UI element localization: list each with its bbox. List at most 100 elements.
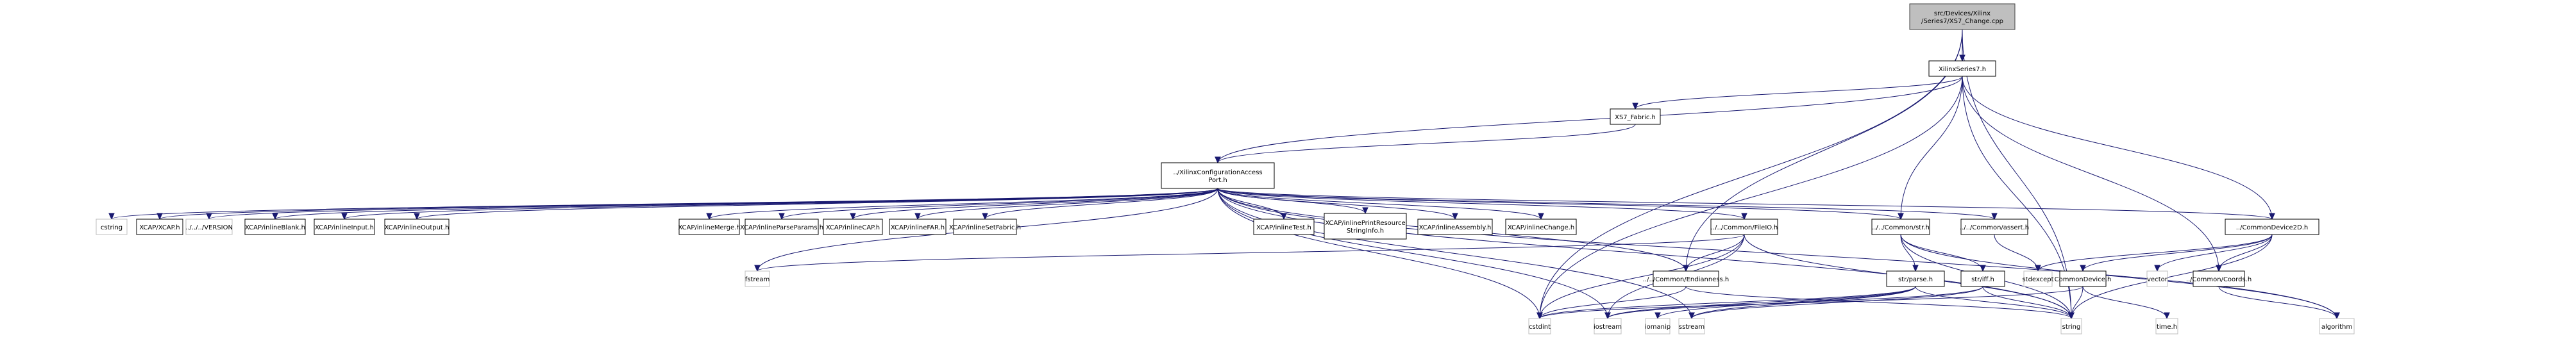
edge-xs7h-to-coords xyxy=(1962,76,2222,272)
node-box xyxy=(745,219,819,235)
edge-endian-to-string xyxy=(1685,286,2075,320)
edge-cdev-to-string xyxy=(2068,286,2084,320)
node-strh[interactable]: ../../Common/str.h xyxy=(1871,219,1930,235)
node-label: XilinxSeries7.h xyxy=(1939,66,1986,73)
node-iinput[interactable]: XCAP/inlineInput.h xyxy=(314,219,375,235)
node-box xyxy=(136,219,183,235)
edge-parse-to-iomanip xyxy=(1654,286,1916,320)
node-ioutput[interactable]: XCAP/inlineOutput.h xyxy=(384,219,450,235)
node-box xyxy=(384,219,450,235)
arrowhead-icon xyxy=(1538,213,1544,220)
arrowhead-icon xyxy=(2164,312,2170,320)
edge-xcap-to-strh xyxy=(1217,188,1904,220)
node-label: XCAP/inlineFAR.h xyxy=(891,224,945,231)
edge-xcap-to-cd2d xyxy=(1217,188,2275,220)
arrowhead-icon xyxy=(850,213,856,220)
edge-coords-to-algorithm xyxy=(2218,286,2340,320)
node-ifar[interactable]: XCAP/inlineFAR.h xyxy=(889,219,947,235)
node-itest[interactable]: XCAP/inlineTest.h xyxy=(1253,219,1315,235)
node-iblank[interactable]: XCAP/inlineBlank.h xyxy=(244,219,306,235)
arrowhead-icon xyxy=(779,213,785,220)
edge-xcap-to-iasm xyxy=(1217,188,1458,220)
node-box xyxy=(1594,318,1622,335)
edge-xs7h-to-fabric xyxy=(1632,76,1963,110)
node-box xyxy=(1909,3,2016,30)
node-label: XCAP/XCAP.h xyxy=(139,224,180,231)
edge-xcap-to-ioutput xyxy=(414,188,1218,220)
arrowhead-icon xyxy=(1362,207,1368,215)
node-cd2d[interactable]: ../CommonDevice2D.h xyxy=(2225,219,2319,235)
node-box xyxy=(1678,318,1705,335)
node-imerge[interactable]: XCAP/inlineMerge.h xyxy=(678,219,741,235)
node-label: ../XilinxConfigurationAccess xyxy=(1173,169,1262,176)
node-label: Port.h xyxy=(1208,177,1227,184)
arrowhead-icon xyxy=(1741,213,1747,220)
node-label: XCAP/inlineSetFabric.h xyxy=(949,224,1021,231)
node-box xyxy=(2155,318,2178,335)
node-label: string xyxy=(2062,324,2081,331)
node-fstream: fstream xyxy=(745,270,770,287)
node-box xyxy=(823,219,883,235)
node-icap[interactable]: XCAP/inlineCAP.h xyxy=(823,219,883,235)
node-fabric[interactable]: XS7_Fabric.h xyxy=(1610,108,1661,125)
node-label: cstring xyxy=(101,224,122,231)
arrowhead-icon xyxy=(1898,213,1904,220)
node-xcaph[interactable]: XCAP/XCAP.h xyxy=(136,219,183,235)
edge-xs7h-to-cd2d xyxy=(1962,76,2275,220)
node-label: algorithm xyxy=(2321,324,2352,331)
node-label: ../../Common/FileIO.h xyxy=(1711,224,1778,231)
node-version: ../../../VERSION xyxy=(185,219,233,235)
node-box xyxy=(1253,219,1315,235)
node-fileio[interactable]: ../../Common/FileIO.h xyxy=(1710,219,1778,235)
node-label: sstream xyxy=(1679,324,1705,331)
node-asserth[interactable]: ../../Common/assert.h xyxy=(1960,219,2029,235)
node-coords[interactable]: ../Common/Coords.h xyxy=(2186,270,2252,287)
edge-xcap-to-icap xyxy=(850,188,1218,220)
node-label: XCAP/inlineParseParams.h xyxy=(740,224,823,231)
node-label: XCAP/inlineTest.h xyxy=(1256,224,1311,231)
node-box xyxy=(745,270,770,287)
node-cdev[interactable]: CommonDevice.h xyxy=(2055,270,2112,287)
arrowhead-icon xyxy=(706,213,712,220)
node-box xyxy=(2193,270,2245,287)
node-box xyxy=(2225,219,2319,235)
node-box xyxy=(1324,213,1407,240)
node-iasm[interactable]: XCAP/inlineAssembly.h xyxy=(1417,219,1493,235)
node-box xyxy=(2319,318,2355,335)
arrowhead-icon xyxy=(754,265,761,272)
node-box xyxy=(1928,60,1996,77)
node-box xyxy=(244,219,306,235)
node-endian[interactable]: ../../Common/Endianness.h xyxy=(1643,270,1730,287)
node-root[interactable]: src/Devices/Xilinx/Series7/XS7_Change.cp… xyxy=(1909,3,2016,30)
arrowhead-icon xyxy=(414,213,420,220)
arrowhead-icon xyxy=(1536,312,1543,320)
node-label: XCAP/inlineChange.h xyxy=(1508,224,1574,231)
edges-layer xyxy=(108,29,2340,320)
node-ichange[interactable]: XCAP/inlineChange.h xyxy=(1505,219,1577,235)
arrowhead-icon xyxy=(108,213,115,220)
node-isetfab[interactable]: XCAP/inlineSetFabric.h xyxy=(949,219,1021,235)
node-iff[interactable]: str/iff.h xyxy=(1960,270,2005,287)
node-iparse[interactable]: XCAP/inlineParseParams.h xyxy=(740,219,823,235)
arrowhead-icon xyxy=(1452,213,1458,220)
edge-iff-to-sstream xyxy=(1688,286,1983,320)
node-box xyxy=(1871,219,1930,235)
node-box xyxy=(953,219,1017,235)
node-label: iomanip xyxy=(1645,324,1671,331)
node-iomanip: iomanip xyxy=(1645,318,1671,335)
edge-cd2d-to-stdexcept xyxy=(2035,234,2273,272)
arrowhead-icon xyxy=(2080,265,2086,272)
node-algorithm: algorithm xyxy=(2319,318,2355,335)
edge-xcap-to-xcaph xyxy=(156,188,1218,220)
node-box xyxy=(889,219,947,235)
edge-xcap-to-fileio xyxy=(1217,188,1747,220)
node-label: /Series7/XS7_Change.cpp xyxy=(1921,18,2003,25)
arrowhead-icon xyxy=(1632,103,1638,110)
node-xs7h[interactable]: XilinxSeries7.h xyxy=(1928,60,1996,77)
node-parse[interactable]: str/parse.h xyxy=(1886,270,1945,287)
node-box xyxy=(1417,219,1493,235)
node-box xyxy=(1161,162,1275,189)
edge-xcap-to-ichange xyxy=(1217,188,1544,220)
